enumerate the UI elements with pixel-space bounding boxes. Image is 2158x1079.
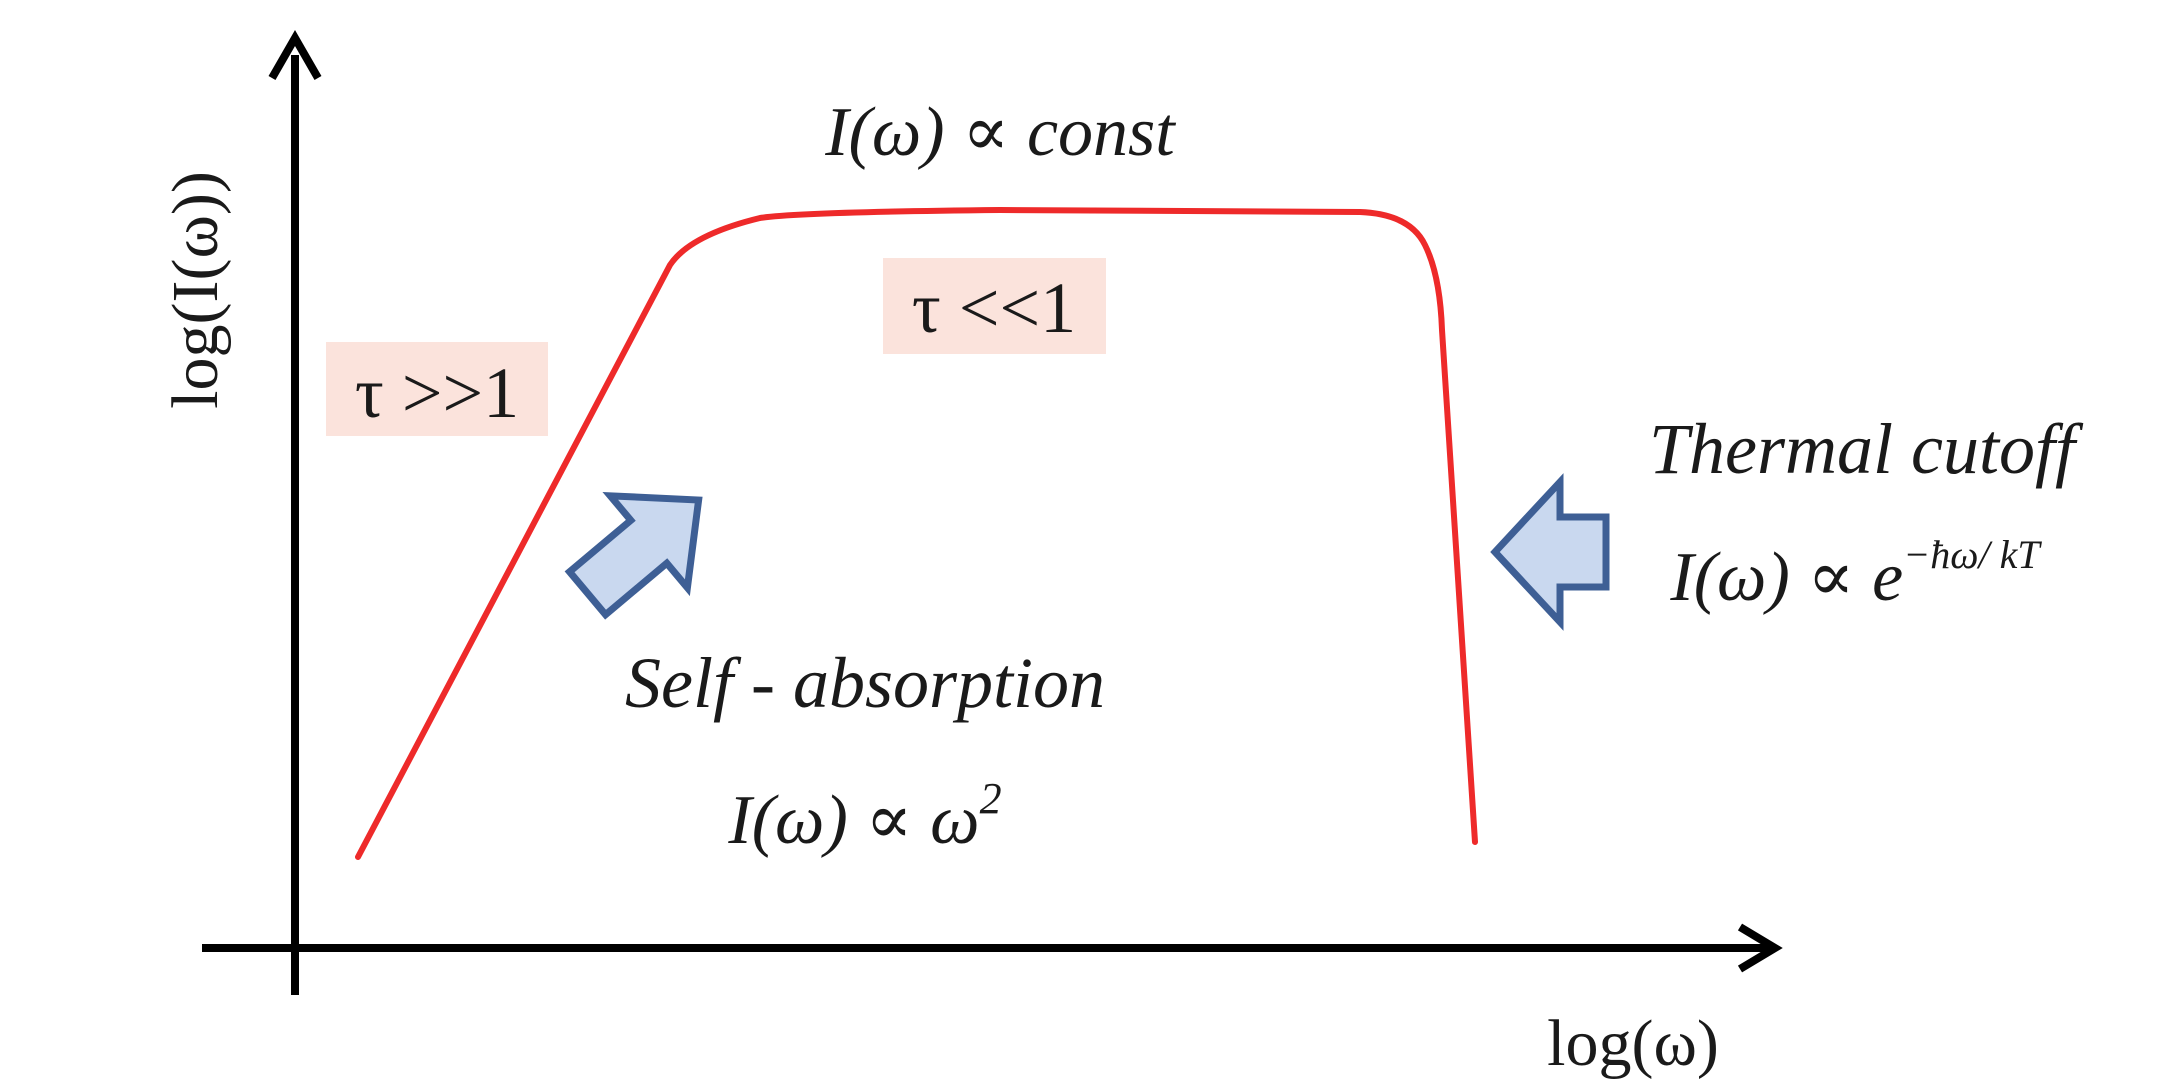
thermal-cutoff-formula: I(ω) ∝ e−ħω/ kT — [1669, 532, 2042, 616]
x-axis — [202, 923, 1783, 973]
x-axis-label: log(ω) — [1547, 1007, 1719, 1079]
plateau-formula-value: const — [1027, 94, 1176, 171]
optically-thin-highlight — [883, 258, 1106, 354]
plateau-formula: I(ω) ∝ const — [824, 94, 1176, 171]
optically-thick-label: τ >>1 — [326, 342, 548, 436]
optically-thick-text: τ >>1 — [355, 353, 519, 433]
y-axis-label: log(I(ω)) — [159, 171, 232, 409]
thermal-cutoff-formula-base: I(ω) ∝ e — [1669, 539, 1903, 616]
optically-thin-text: τ <<1 — [912, 268, 1076, 348]
optically-thin-label: τ <<1 — [883, 258, 1106, 354]
thermal-cutoff-exponent: −ħω/ kT — [1903, 532, 2042, 577]
thermal-cutoff-title: Thermal cutoff — [1649, 409, 2084, 489]
self-absorption-exponent: 2 — [980, 774, 1002, 823]
y-axis — [268, 29, 322, 995]
thermal-cutoff-arrow-icon — [1490, 473, 1610, 631]
self-absorption-title: Self - absorption — [625, 643, 1105, 723]
self-absorption-formula-base: I(ω) ∝ ω — [727, 782, 979, 859]
self-absorption-arrow-icon — [564, 491, 703, 620]
plateau-formula-prefix: I(ω) ∝ — [824, 94, 1027, 171]
optically-thick-highlight — [326, 342, 548, 436]
self-absorption-formula: I(ω) ∝ ω2 — [727, 774, 1001, 859]
spectrum-curve — [355, 207, 1478, 860]
